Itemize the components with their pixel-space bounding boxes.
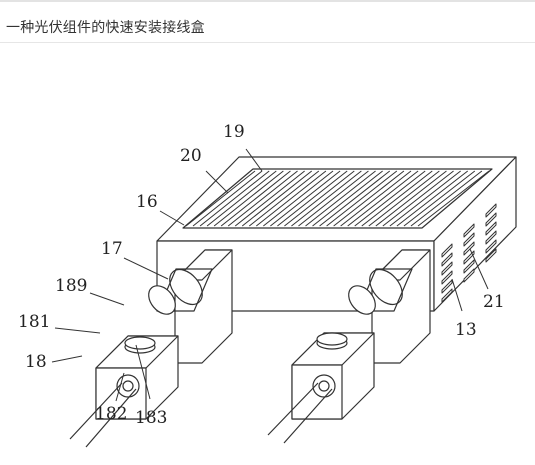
label-20: 20 xyxy=(180,146,202,166)
heat-sink-fins xyxy=(185,170,490,227)
heat-sink-fin xyxy=(199,170,270,227)
vent-slot xyxy=(485,203,497,218)
vent-slot xyxy=(441,261,453,276)
label-183: 183 xyxy=(135,408,167,428)
label-19: 19 xyxy=(223,122,245,142)
heat-sink-fin xyxy=(326,170,398,227)
heat-sink-fin xyxy=(213,170,284,227)
vent-slot xyxy=(463,223,475,238)
vent-slot xyxy=(463,232,475,247)
heat-sink-fin xyxy=(192,170,263,227)
heat-sink-fin xyxy=(263,170,334,227)
heat-sink-fin xyxy=(368,170,440,227)
heat-sink-fin xyxy=(305,170,376,227)
heat-sink-fin xyxy=(255,170,327,227)
label-18: 18 xyxy=(25,352,47,372)
vent-slot xyxy=(463,268,475,283)
label-17: 17 xyxy=(101,239,123,259)
label-16: 16 xyxy=(136,192,158,212)
heat-sink-fin xyxy=(354,170,426,227)
heat-sink-fin xyxy=(396,170,469,227)
label-13: 13 xyxy=(455,320,477,340)
vent-slot xyxy=(463,250,475,265)
vent-slot xyxy=(441,279,453,294)
vent-slot xyxy=(485,248,497,263)
heat-sink-fin xyxy=(403,170,476,227)
vent-slot xyxy=(441,288,453,303)
heat-sink-fin xyxy=(340,170,412,227)
heat-sink-fin xyxy=(298,170,369,227)
heat-sink-fin xyxy=(206,170,277,227)
heat-sink-fin xyxy=(389,170,461,227)
vent-slot xyxy=(485,212,497,227)
side-vent-slots xyxy=(441,203,497,303)
heat-sink-fin xyxy=(410,170,483,227)
heat-sink-frame xyxy=(182,168,493,229)
patent-figure: 19 20 16 17 189 181 18 182 183 21 13 xyxy=(0,43,535,461)
vent-slot xyxy=(441,270,453,285)
junction-box-drawing: 19 20 16 17 189 181 18 182 183 21 13 xyxy=(18,122,517,448)
heat-sink-fin xyxy=(375,170,447,227)
heat-sink-fin xyxy=(277,170,348,227)
vent-slot xyxy=(463,259,475,274)
heat-sink-fin xyxy=(361,170,433,227)
heat-sink-fin xyxy=(241,170,313,227)
vent-slot xyxy=(485,239,497,254)
heat-sink-fin xyxy=(227,170,298,227)
heat-sink-fin xyxy=(248,170,320,227)
label-182: 182 xyxy=(95,404,127,424)
leader-lines xyxy=(51,148,489,402)
vent-slot xyxy=(441,243,453,258)
heat-sink-fin xyxy=(291,170,362,227)
heat-sink-fin xyxy=(347,170,419,227)
page-title: 一种光伏组件的快速安装接线盒 xyxy=(6,20,205,36)
label-181: 181 xyxy=(18,312,50,332)
heat-sink-fin xyxy=(220,170,291,227)
top-border xyxy=(0,0,535,2)
label-189: 189 xyxy=(55,276,87,296)
heat-sink-fin xyxy=(382,170,454,227)
left-connector xyxy=(69,249,233,448)
housing-right-face xyxy=(433,156,517,312)
heat-sink-fin xyxy=(234,170,305,227)
heat-sink-fin xyxy=(270,170,341,227)
heat-sink-fin xyxy=(312,170,383,227)
heat-sink-fin xyxy=(185,170,256,227)
right-connector xyxy=(267,249,431,444)
label-21: 21 xyxy=(483,292,505,312)
vent-slot xyxy=(485,230,497,245)
heat-sink-fin xyxy=(284,170,355,227)
vent-slot xyxy=(485,221,497,236)
heat-sink-fin xyxy=(319,170,391,227)
vent-slot xyxy=(441,252,453,267)
vent-slot xyxy=(463,241,475,256)
heat-sink-fin xyxy=(417,170,490,227)
page-header: 一种光伏组件的快速安装接线盒 xyxy=(0,2,535,43)
heat-sink-fin xyxy=(333,170,405,227)
